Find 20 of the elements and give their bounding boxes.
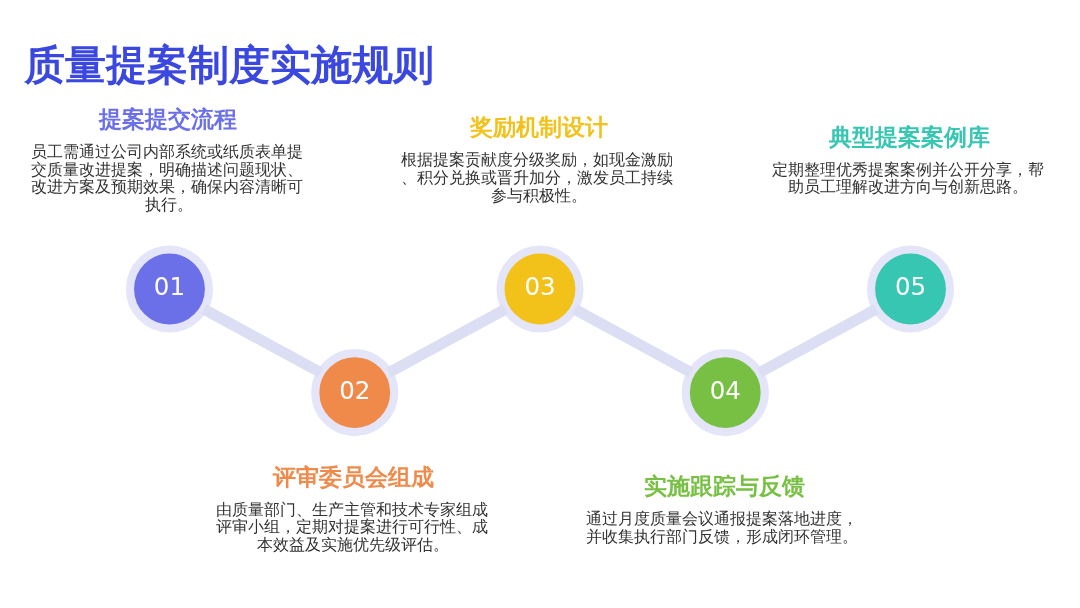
node-circle: 03 (496, 245, 584, 333)
connector (756, 304, 879, 378)
node-label: 评审委员会组成 (273, 463, 434, 490)
node-label: 奖励机制设计 (469, 114, 608, 141)
node-label: 由质量部门、生产主管和技术专家组成评审小组，定期对提案进行可行性、成本效益及实施优先级评估。 (215, 499, 488, 555)
node-label: 根据提案贡献度分级奖励，如现金激励、积分兑换或晋升加分，激发员工持续参与积极性。 (401, 150, 674, 205)
node-circle: 01 (125, 245, 214, 333)
node-circle: 04 (681, 348, 769, 437)
connector (201, 304, 324, 378)
node-label: 典型提案案例库 (828, 123, 990, 150)
node-circle: 05 (866, 245, 955, 333)
connector (571, 304, 694, 378)
connector (386, 304, 509, 378)
node-label: 员工需通过公司内部系统或纸质表单提交质量改进提案，明确描述问题现状、改进方案及预期效果，确保内容清晰可执行。 (30, 142, 303, 215)
node-label: 通过月度质量会议通报提案落地进度，并收集执行部门反馈，形成闭环管理。 (586, 509, 859, 546)
node-label: 定期整理优秀提案案例并公开分享，帮助员工理解改进方向与创新思路。 (771, 159, 1044, 197)
node-circle: 02 (311, 348, 399, 437)
diagram-title: 质量提案制度实施规则 (24, 41, 435, 90)
node-label: 提案提交流程 (99, 106, 238, 133)
node-label: 实施跟踪与反馈 (643, 473, 805, 500)
